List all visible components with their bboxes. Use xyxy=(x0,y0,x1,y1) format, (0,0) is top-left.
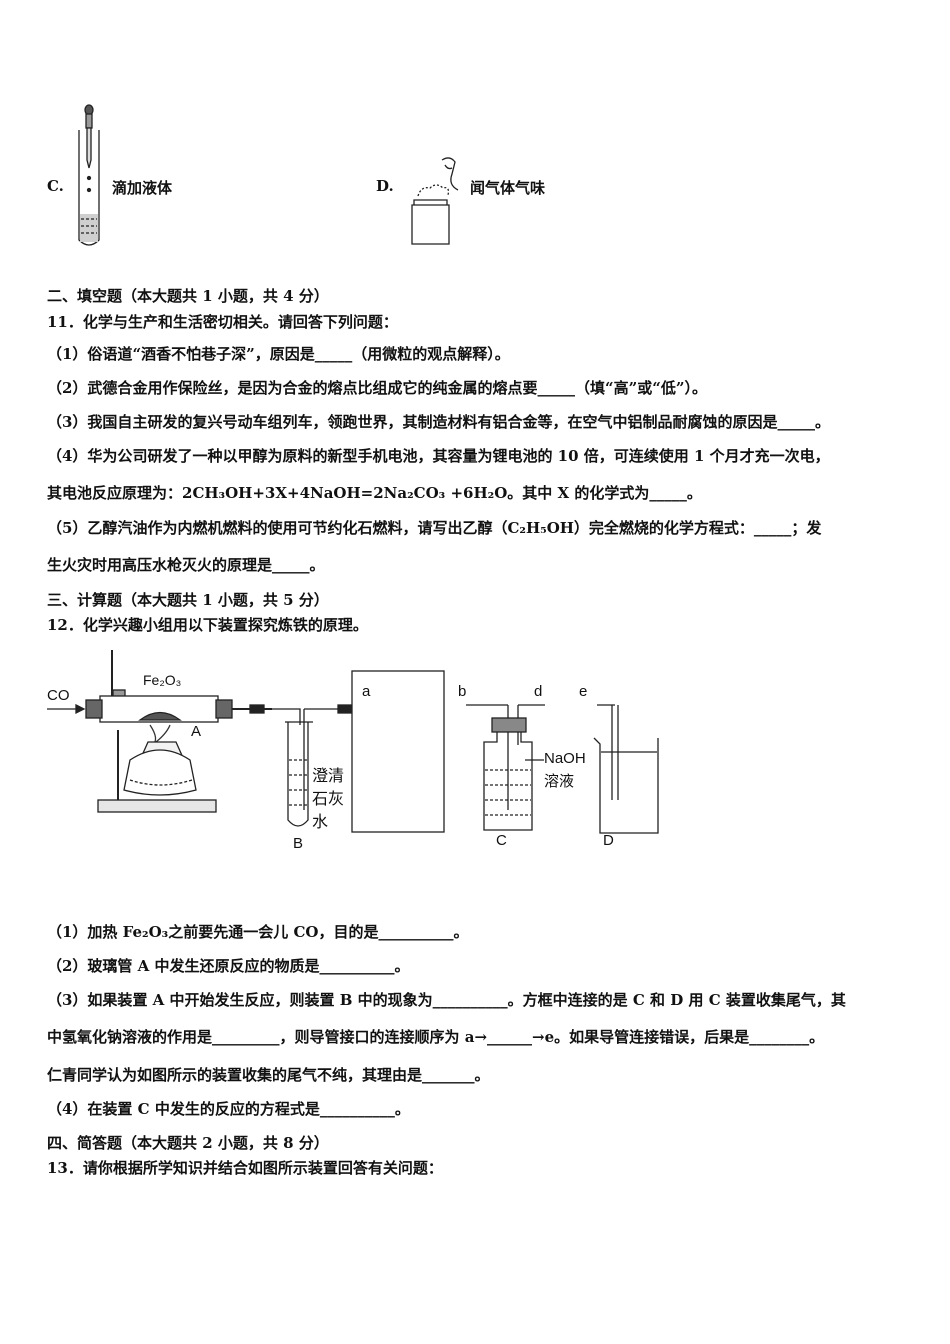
option-d-text: 闻气体气味 xyxy=(470,179,546,197)
limewater-label-line-2: 石灰 xyxy=(312,789,345,808)
port-e-label: e xyxy=(579,683,588,700)
port-a-label: a xyxy=(362,683,371,700)
limewater-label-line-1: 澄清 xyxy=(312,766,345,785)
option-c-text: 滴加液体 xyxy=(112,179,173,197)
apparatus-c-label: C xyxy=(496,832,507,849)
question-11-part-3: （3）我国自主研发的复兴号动车组列车，领跑世界，其制造材料有铝合金等，在空气中铝… xyxy=(47,413,830,431)
question-12-part-4: （4）在装置 C 中发生的反应的方程式是__________。 xyxy=(47,1100,410,1118)
smell-gas-illustration xyxy=(411,157,459,245)
question-11-stem: 11．化学与生产和生活密切相关。请回答下列问题： xyxy=(47,313,398,331)
question-11-part-4-line-1: （4）华为公司研发了一种以甲醇为原料的新型手机电池，其容量为锂电池的 10 倍，… xyxy=(47,447,830,465)
apparatus-a-label: A xyxy=(191,723,202,740)
question-11-part-4-line-2: 其电池反应原理为：2CH₃OH+3X+4NaOH=2Na₂CO₃ +6H₂O。其… xyxy=(47,484,702,502)
question-11-part-1: （1）俗语道“酒香不怕巷子深”，原因是_____（用微粒的观点解释）。 xyxy=(47,345,510,363)
question-11-part-5-line-1: （5）乙醇汽油作为内燃机燃料的使用可节约化石燃料，请写出乙醇（C₂H₅OH）完全… xyxy=(47,519,822,537)
question-12-part-2: （2）玻璃管 A 中发生还原反应的物质是__________。 xyxy=(47,957,410,975)
question-12-part-1: （1）加热 Fe₂O₃之前要先通一会儿 CO，目的是__________。 xyxy=(47,923,469,941)
question-13-stem: 13．请你根据所学知识并结合如图所示装置回答有关问题： xyxy=(47,1159,443,1177)
port-b-label: b xyxy=(458,683,467,700)
port-d-label: d xyxy=(534,683,543,700)
apparatus-b-label: B xyxy=(293,835,304,852)
option-d-letter: D. xyxy=(376,177,394,195)
section-3-heading: 三、计算题（本大题共 1 小题，共 5 分） xyxy=(47,591,329,609)
section-2-heading: 二、填空题（本大题共 1 小题，共 4 分） xyxy=(47,287,329,305)
question-11-part-2: （2）武德合金用作保险丝，是因为合金的熔点比组成它的纯金属的熔点要_____（填… xyxy=(47,379,707,397)
question-12-part-3-line-1: （3）如果装置 A 中开始发生反应，则装置 B 中的现象为__________。… xyxy=(47,991,846,1009)
ironmaking-apparatus-figure xyxy=(47,650,659,834)
question-12-part-3-line-3: 仁青同学认为如图所示的装置收集的尾气不纯，其理由是_______。 xyxy=(47,1066,490,1084)
co-label: CO xyxy=(47,687,70,704)
question-12-stem: 12．化学兴趣小组用以下装置探究炼铁的原理。 xyxy=(47,616,368,634)
naoh-label-line-2: 溶液 xyxy=(544,772,575,790)
apparatus-d-label: D xyxy=(603,832,614,849)
naoh-label-line-1: NaOH xyxy=(544,750,586,767)
limewater-label-line-3: 水 xyxy=(312,812,329,831)
fe2o3-label: Fe₂O₃ xyxy=(143,672,182,688)
question-11-part-5-line-2: 生火灾时用高压水枪灭火的原理是_____。 xyxy=(47,556,325,574)
dropper-test-tube-illustration xyxy=(78,104,100,246)
question-12-part-3-line-2: 中氢氧化钠溶液的作用是_________，则导管接口的连接顺序为 a→_____… xyxy=(47,1028,825,1046)
option-c-letter: C. xyxy=(47,177,64,195)
section-4-heading: 四、简答题（本大题共 2 小题，共 8 分） xyxy=(47,1134,329,1152)
